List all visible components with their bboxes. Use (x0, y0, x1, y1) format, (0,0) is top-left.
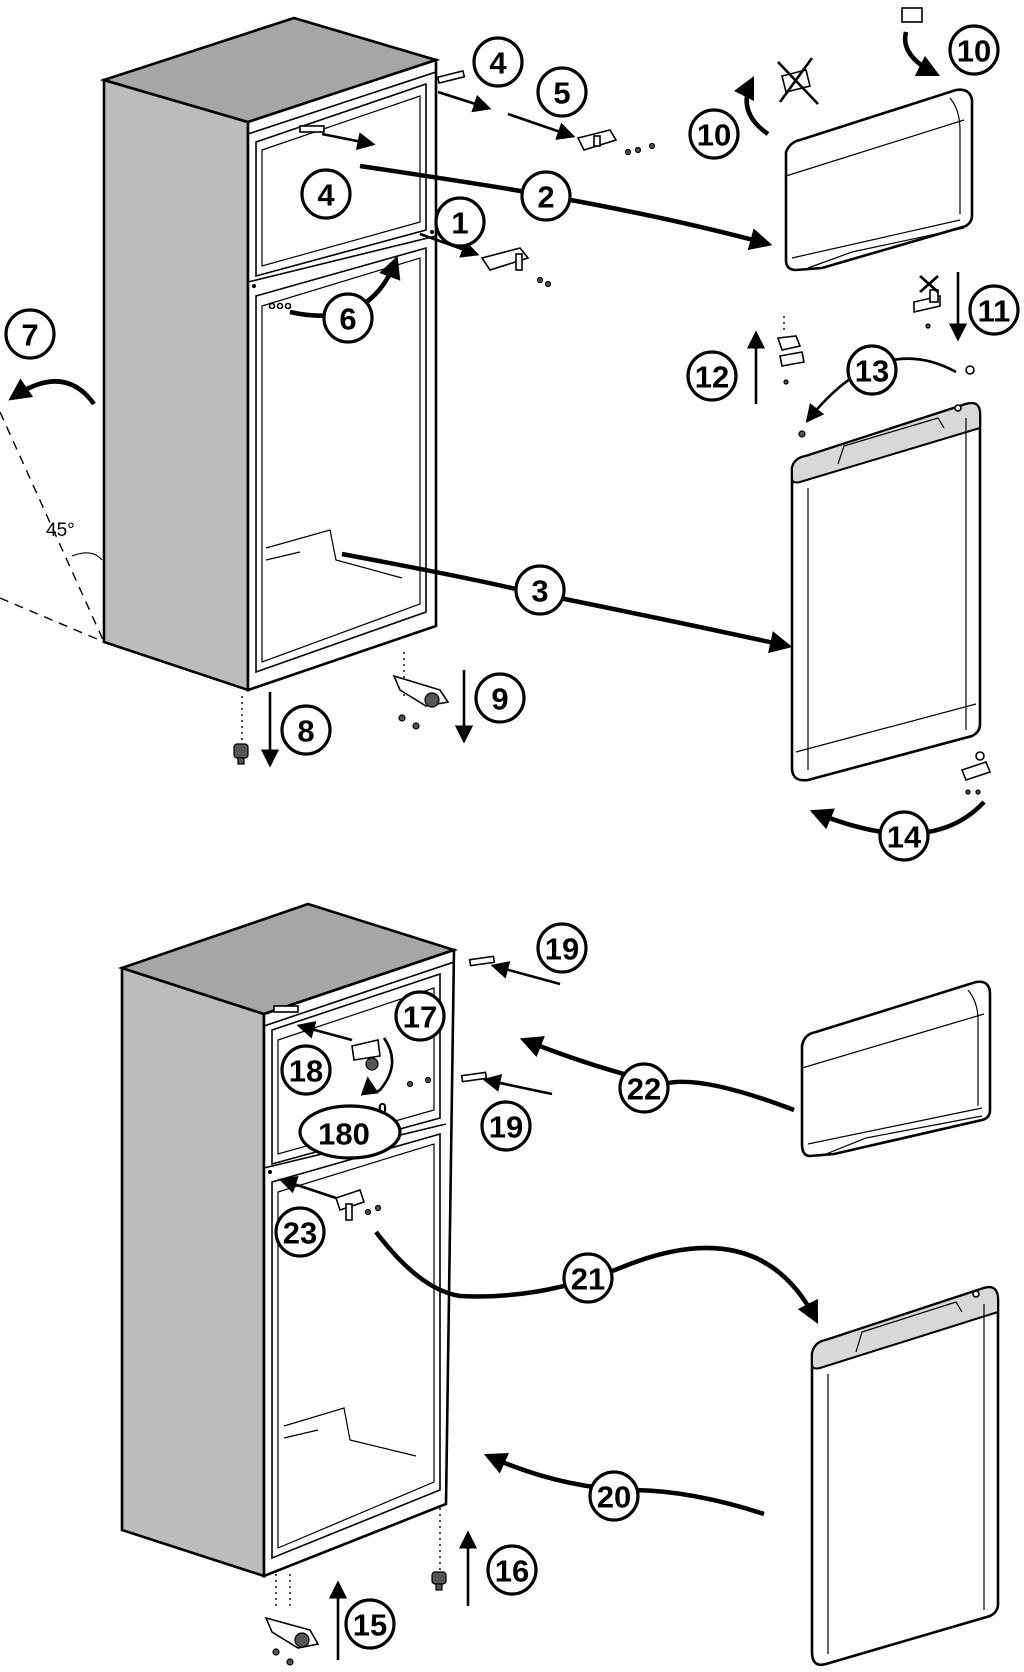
svg-text:14: 14 (887, 820, 922, 855)
step-20: 20 (588, 1470, 640, 1522)
svg-text:15: 15 (353, 1608, 387, 1643)
angle-label: 45° (46, 520, 75, 541)
step-4-top: 4 (472, 36, 524, 88)
svg-text:19: 19 (545, 932, 579, 967)
step-22: 22 (618, 1062, 670, 1114)
svg-text:18: 18 (289, 1054, 323, 1089)
rotate-arrow-17 (360, 1037, 394, 1096)
svg-text:6: 6 (339, 302, 356, 337)
step-21: 21 (562, 1252, 614, 1304)
bottom-hinge-part-15 (264, 1616, 320, 1666)
tilt-line (0, 411, 105, 643)
fridge-cabinet-upper (99, 16, 441, 692)
bottom-hinge-part-9 (392, 674, 450, 730)
svg-text:8: 8 (297, 714, 314, 749)
svg-text:19: 19 (489, 1110, 523, 1145)
svg-text:1: 1 (451, 206, 468, 241)
top-hinge-part-18 (351, 1039, 432, 1088)
svg-text:16: 16 (495, 1554, 529, 1589)
svg-text:11: 11 (978, 294, 1011, 329)
floor-line (0, 597, 105, 643)
hinge-part-14 (960, 751, 992, 795)
step-5: 5 (536, 66, 588, 118)
svg-text:20: 20 (597, 1480, 631, 1515)
cover-plug-19b (460, 1071, 488, 1083)
cover-cap-10 (901, 7, 923, 23)
rotation-180-label: 180 0 (298, 1101, 402, 1160)
upper-panel: 45° (0, 7, 992, 836)
hinge-arrow-18 (296, 1020, 353, 1042)
svg-text:21: 21 (571, 1262, 605, 1297)
freezer-door-lower (800, 980, 992, 1158)
cover-arrow-4b (437, 90, 492, 113)
cover-arrow-19b (482, 1074, 553, 1096)
cover-plug-19a (468, 955, 496, 967)
fridge-cabinet-lower (117, 902, 459, 1578)
svg-text:4: 4 (317, 178, 335, 213)
step-4-freezer: 4 (300, 168, 352, 220)
cover-arrow-19a (490, 961, 561, 986)
freezer-door-upper (784, 88, 974, 272)
leveling-foot-16 (431, 1571, 447, 1591)
svg-text:22: 22 (627, 1072, 661, 1107)
tilt-arrow (8, 378, 96, 406)
step-6: 6 (322, 292, 374, 344)
step-10-right: 10 (948, 24, 1000, 76)
step-19-top: 19 (536, 922, 588, 974)
crossed-cover-icon (777, 57, 819, 105)
step-19-bottom: 19 (480, 1100, 532, 1152)
svg-text:0: 0 (378, 1101, 387, 1118)
step-7: 7 (4, 308, 56, 360)
top-hinge-part (576, 129, 656, 156)
svg-text:12: 12 (695, 360, 729, 395)
step-23: 23 (274, 1206, 326, 1258)
step-10-left: 10 (688, 108, 740, 160)
step-15: 15 (344, 1598, 396, 1650)
step-13: 13 (846, 344, 898, 396)
svg-text:4: 4 (489, 46, 507, 81)
angle-arc (71, 552, 103, 561)
hinge-arrow-23 (278, 1175, 337, 1200)
step-2: 2 (520, 170, 572, 222)
svg-text:17: 17 (403, 1000, 437, 1035)
middle-hinge-part-23 (334, 1188, 382, 1221)
cover-arrow-10a (733, 75, 770, 136)
step-9: 9 (474, 672, 526, 724)
fridge-door-upper (790, 401, 982, 782)
svg-text:180: 180 (318, 1117, 370, 1152)
svg-text:3: 3 (531, 574, 548, 609)
svg-text:5: 5 (553, 76, 570, 111)
step-1: 1 (434, 196, 486, 248)
svg-text:2: 2 (537, 180, 554, 215)
svg-text:13: 13 (855, 354, 889, 389)
svg-text:23: 23 (283, 1216, 317, 1251)
step-16: 16 (486, 1544, 538, 1596)
fridge-door-lower (810, 1285, 1000, 1667)
step-18: 18 (280, 1044, 332, 1096)
lower-panel (117, 902, 1000, 1667)
hinge-part-12 (776, 316, 805, 385)
step-17: 17 (394, 990, 446, 1042)
svg-text:10: 10 (957, 34, 991, 69)
hinge-arrow-5 (507, 112, 576, 140)
svg-text:10: 10 (697, 118, 731, 153)
svg-text:9: 9 (491, 682, 508, 717)
svg-text:7: 7 (21, 318, 38, 353)
middle-hinge-part (480, 247, 552, 288)
upper-hinge-part-11 (913, 275, 941, 329)
step-12: 12 (686, 350, 738, 402)
step-11: 11 (968, 284, 1020, 336)
step-14: 14 (878, 810, 930, 862)
cover-arrow-10b (902, 31, 941, 77)
step-8: 8 (280, 704, 332, 756)
cover-arrow-4a (321, 132, 376, 151)
step-3: 3 (514, 564, 566, 616)
leveling-foot-8 (233, 743, 249, 765)
